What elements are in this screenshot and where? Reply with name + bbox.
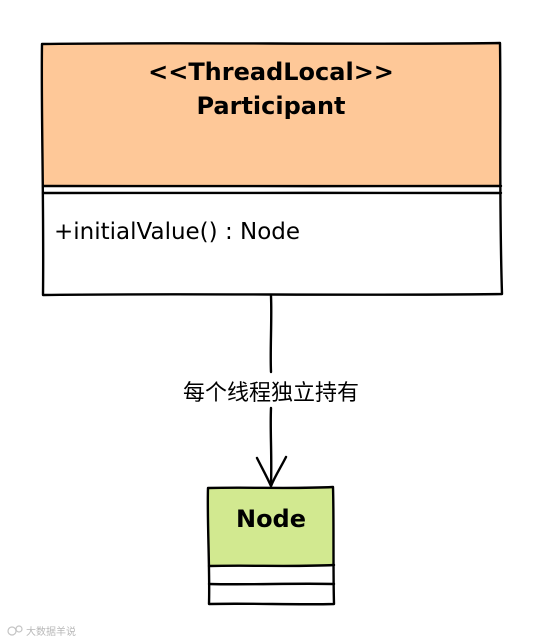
participant-stereotype: <<ThreadLocal>>: [148, 58, 394, 86]
arrow-head-icon: [255, 455, 288, 488]
participant-body-fill: [43, 193, 502, 295]
node-divider: [207, 563, 336, 586]
participant-divider: [41, 184, 503, 195]
participant-class-name: Participant: [196, 92, 345, 120]
participant-header-fill: [42, 43, 501, 186]
node-class-name: Node: [236, 505, 306, 533]
participant-outline: [40, 41, 504, 297]
node-class: Node: [206, 485, 336, 606]
association-arrow: 每个线程独立持有: [183, 294, 359, 488]
association-label: 每个线程独立持有: [183, 381, 359, 406]
participant-method: +initialValue() : Node: [54, 219, 300, 245]
node-header-fill: [208, 487, 334, 566]
participant-class: <<ThreadLocal>> Participant +initialValu…: [40, 41, 504, 297]
watermark: 大数据羊说: [7, 625, 76, 638]
watermark-text: 大数据羊说: [26, 625, 76, 638]
logo-icon: [7, 625, 23, 636]
association-line: [269, 294, 273, 486]
node-outline: [206, 485, 336, 606]
